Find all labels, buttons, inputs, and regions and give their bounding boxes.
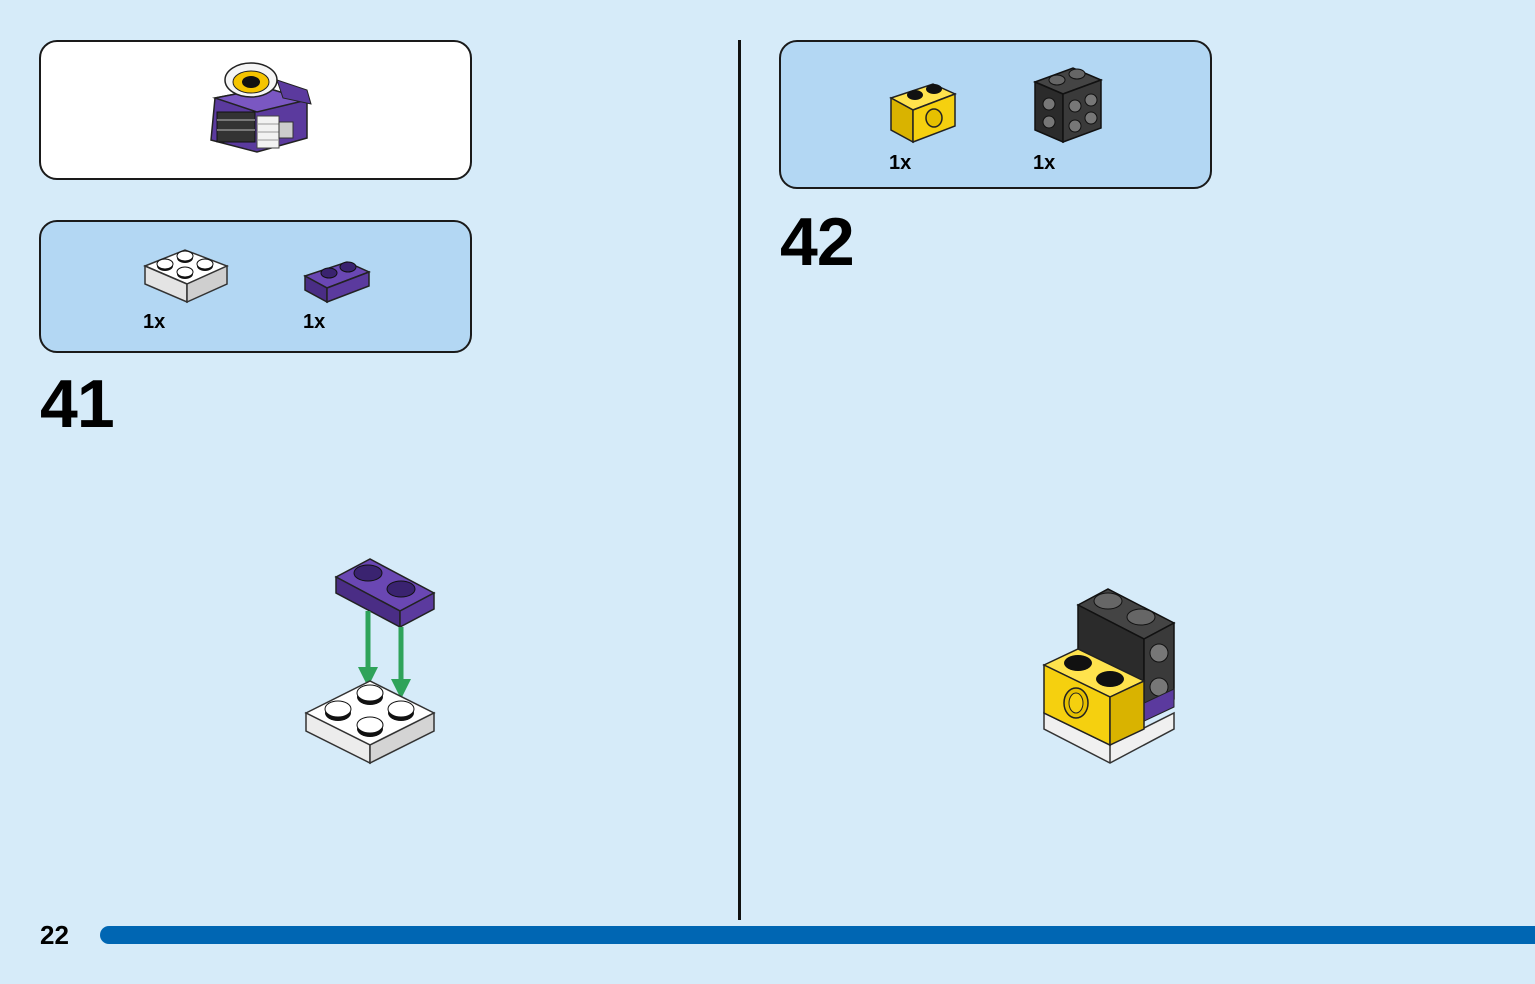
purple-1x2-plate-icon: [303, 261, 371, 304]
subassembly-preview-box: [39, 40, 472, 180]
step41-part2-qty: 1x: [303, 311, 326, 333]
purple-subassembly-icon: [210, 62, 312, 153]
step41-number: 41: [40, 366, 115, 442]
step41-assembly-illustration: [304, 558, 436, 765]
white-2x2-plate-icon: [143, 249, 229, 304]
yellow-1x2-technic-brick-icon: [889, 83, 957, 144]
step41-parts-box: 1x 1x: [39, 220, 472, 353]
page-divider: [738, 40, 741, 920]
page-footer-bar: [100, 926, 1535, 944]
step42-parts-box: 1x 1x: [779, 40, 1212, 189]
black-side-stud-brick-icon: [1032, 67, 1104, 144]
step41-part1-qty: 1x: [143, 311, 166, 333]
page-number: 22: [40, 920, 69, 950]
step42-part1-qty: 1x: [889, 152, 912, 174]
step42-part2-qty: 1x: [1033, 152, 1056, 174]
step42-number: 42: [780, 204, 855, 280]
step42-assembly-illustration: [1042, 588, 1176, 764]
